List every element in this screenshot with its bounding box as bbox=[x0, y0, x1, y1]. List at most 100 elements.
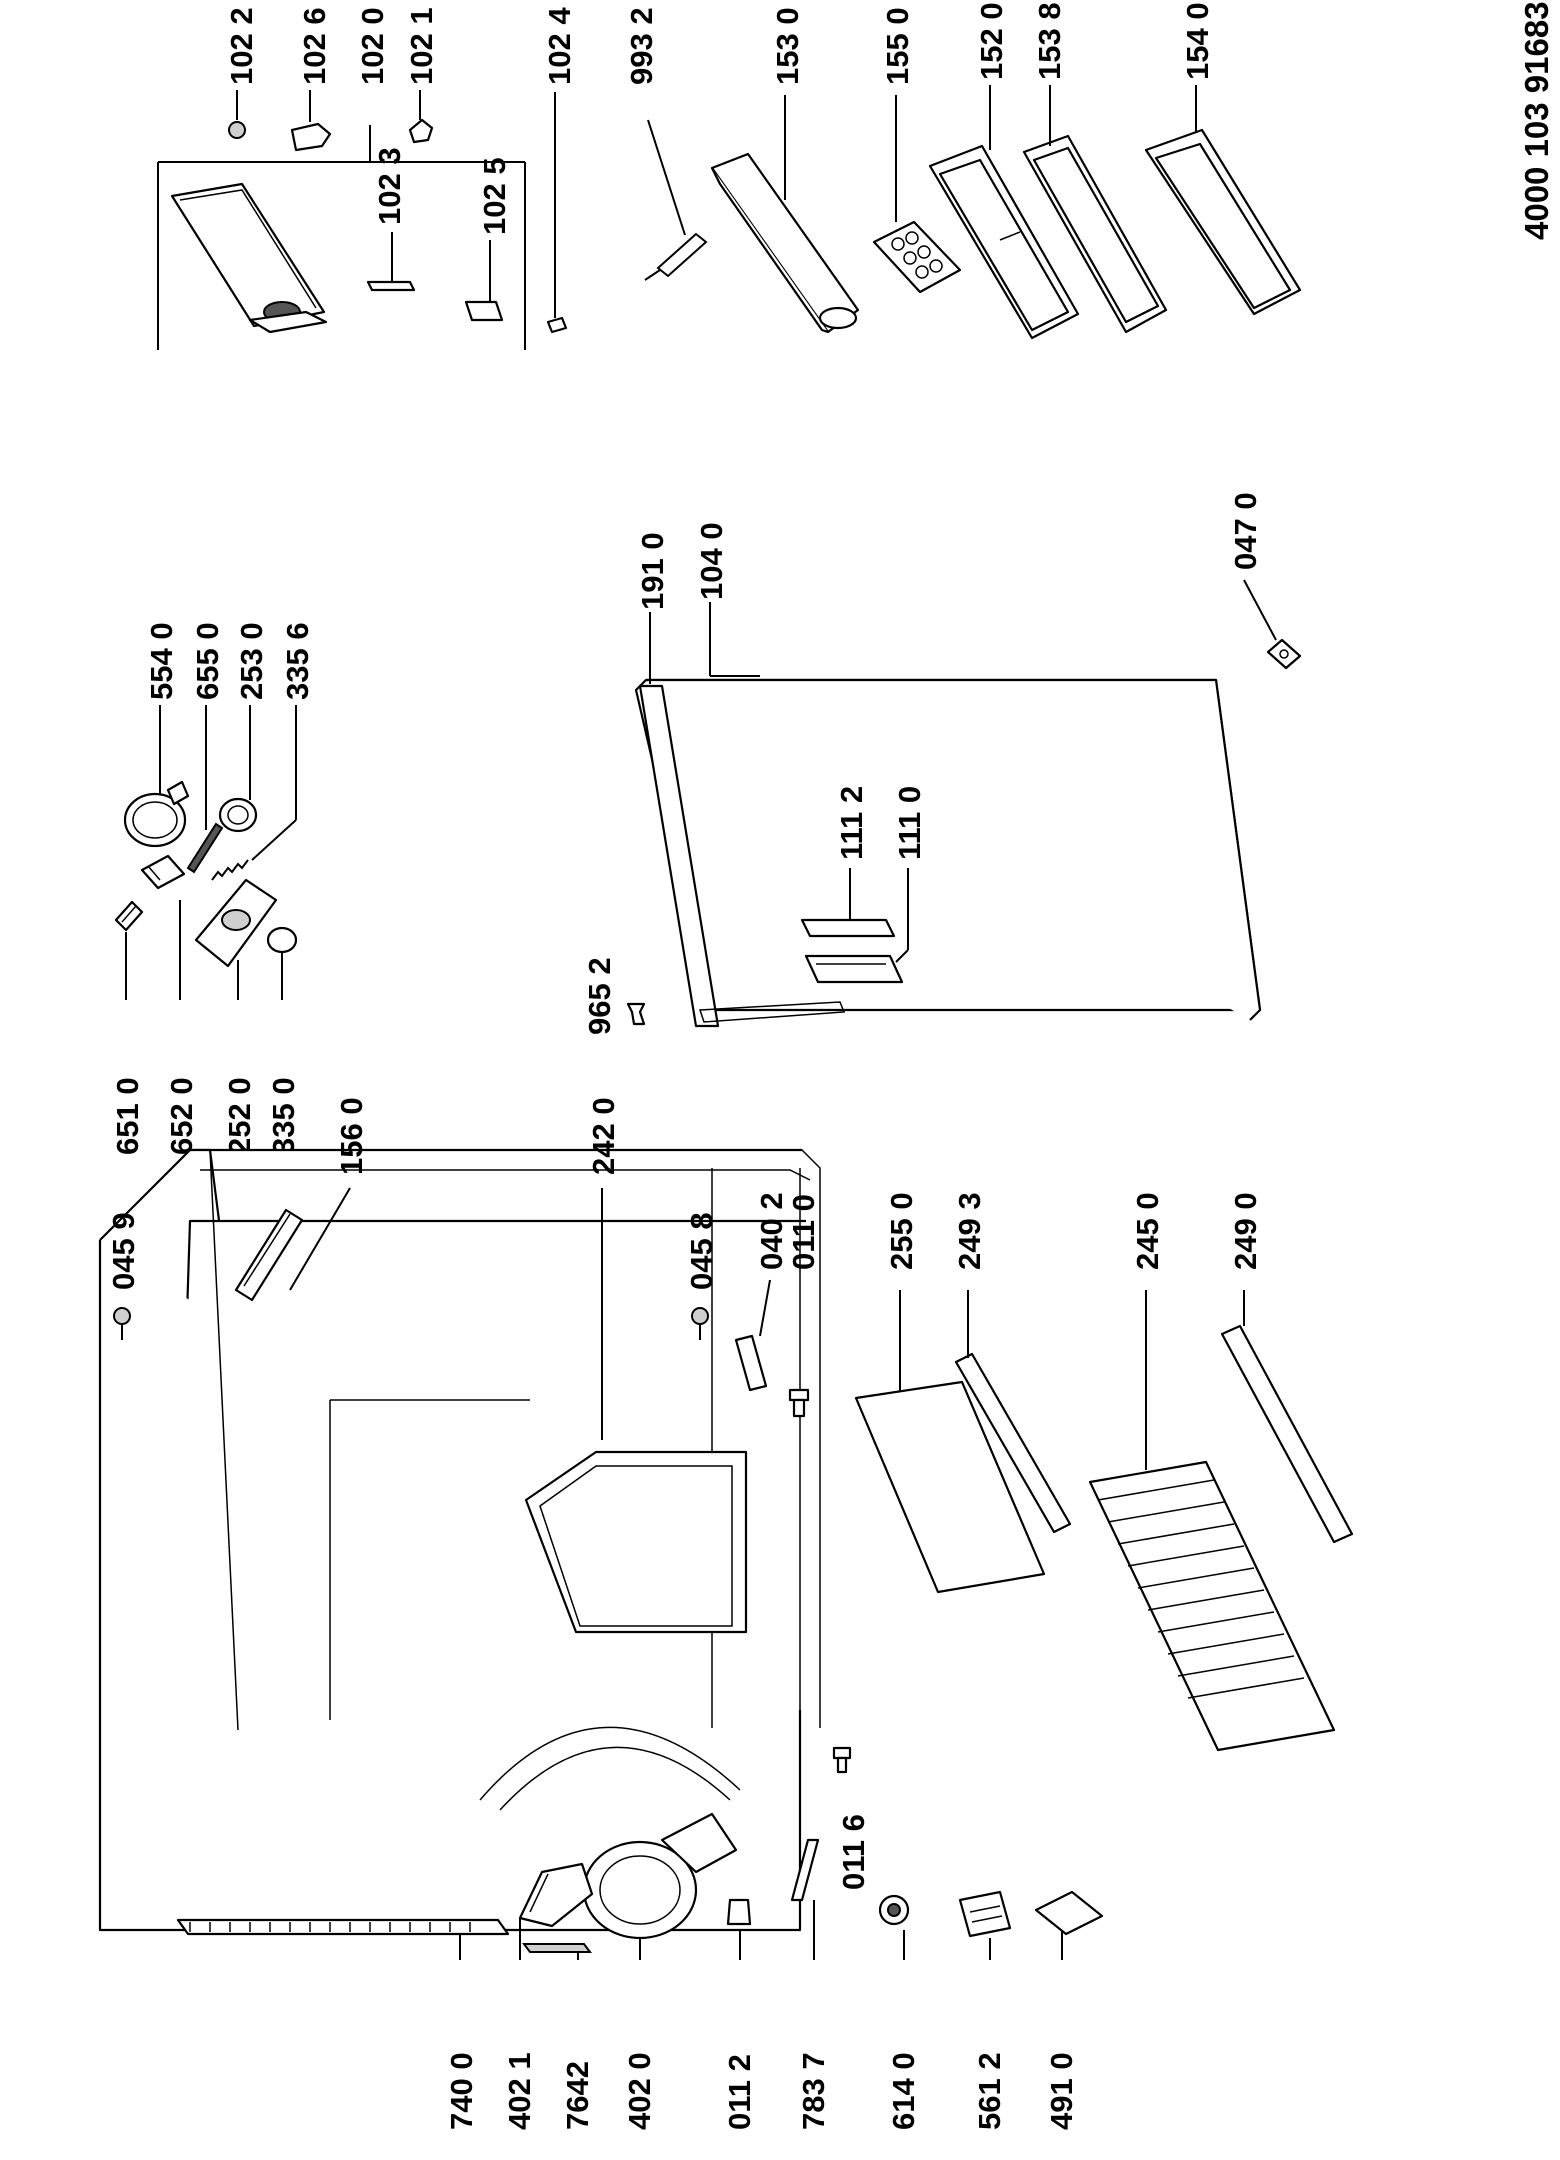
document-number: 4000 103 91683 bbox=[1518, 1, 1555, 240]
part-7642-filter bbox=[522, 1943, 592, 1953]
label-402-0: 402 0 bbox=[622, 2052, 657, 2130]
part-152-0-door-bin bbox=[928, 85, 1080, 340]
part-011-0-foot bbox=[788, 1388, 810, 1418]
part-045-8-screw bbox=[691, 1307, 709, 1340]
label-255-0: 255 0 bbox=[884, 1192, 919, 1270]
part-102-3-hinge bbox=[366, 232, 416, 292]
part-255-0-glass-shelf bbox=[854, 1290, 1046, 1594]
label-045-9: 045 9 bbox=[106, 1212, 141, 1290]
part-652-0-thermostat bbox=[140, 854, 186, 1000]
label-740-0: 740 0 bbox=[444, 2052, 479, 2130]
part-993-2-cable bbox=[644, 119, 708, 281]
part-104-0-door bbox=[634, 678, 1262, 1021]
label-249-3: 249 3 bbox=[952, 1192, 987, 1270]
label-102-6: 102 6 bbox=[297, 7, 332, 85]
label-249-0: 249 0 bbox=[1228, 1192, 1263, 1270]
part-freezer-flap bbox=[170, 182, 328, 334]
part-111-0-handle bbox=[804, 868, 909, 984]
part-335-0-knob bbox=[266, 926, 298, 1000]
label-104-0: 104 0 bbox=[694, 522, 729, 600]
label-040-2: 040 2 bbox=[754, 1192, 789, 1270]
part-249-0-shelf-trim bbox=[1220, 1290, 1354, 1544]
part-011-6-foot bbox=[832, 1746, 852, 1774]
leader-104-0 bbox=[709, 602, 760, 677]
part-155-0-egg-tray bbox=[872, 95, 962, 294]
label-156-0: 156 0 bbox=[334, 1097, 369, 1175]
label-655-0: 655 0 bbox=[190, 622, 225, 700]
label-154-0: 154 0 bbox=[1180, 2, 1215, 80]
part-253-0-lamp-holder bbox=[218, 705, 258, 833]
label-102-4: 102 4 bbox=[542, 7, 577, 85]
part-245-0-wire-shelf bbox=[1088, 1290, 1336, 1752]
bottom-leaders bbox=[459, 1900, 1063, 1960]
part-047-0-hinge bbox=[1243, 579, 1302, 670]
part-965-2-pin bbox=[626, 1002, 646, 1026]
part-191-0-gasket bbox=[638, 684, 846, 1028]
part-249-3-shelf-trim bbox=[954, 1290, 1072, 1534]
part-102-5-pad bbox=[464, 240, 504, 322]
label-011-0: 011 0 bbox=[786, 1194, 821, 1270]
label-102-3: 102 3 bbox=[372, 147, 407, 225]
part-491-0-cover bbox=[1034, 1890, 1104, 1936]
label-965-2: 965 2 bbox=[582, 957, 617, 1035]
label-045-8: 045 8 bbox=[684, 1212, 719, 1290]
label-047-0: 047 0 bbox=[1228, 492, 1263, 570]
label-252-0: 252 0 bbox=[222, 1077, 257, 1155]
label-102-5: 102 5 bbox=[477, 157, 512, 235]
label-993-2: 993 2 bbox=[624, 7, 659, 85]
part-102-4 bbox=[546, 92, 568, 334]
label-245-0: 245 0 bbox=[1130, 1192, 1165, 1270]
label-102-0: 102 0 bbox=[355, 7, 390, 85]
part-102-2-knob bbox=[228, 90, 246, 139]
part-111-2-handle-cover bbox=[800, 868, 896, 938]
label-402-1: 402 1 bbox=[502, 2052, 537, 2130]
label-242-0: 242 0 bbox=[586, 1097, 621, 1175]
part-153-8-door-bin bbox=[1022, 85, 1168, 334]
part-783-7-tube bbox=[790, 1838, 820, 1902]
label-111-0: 111 0 bbox=[892, 786, 927, 860]
label-253-0: 253 0 bbox=[234, 622, 269, 700]
part-242-0-crisper bbox=[524, 1188, 748, 1634]
label-152-0: 152 0 bbox=[974, 2, 1009, 80]
label-554-0: 554 0 bbox=[144, 622, 179, 700]
label-614-0: 614 0 bbox=[886, 2052, 921, 2130]
label-783-7: 783 7 bbox=[796, 2052, 831, 2130]
part-153-0-door-shelf bbox=[710, 95, 860, 334]
label-491-0: 491 0 bbox=[1044, 2052, 1079, 2130]
part-402-1-relay-box bbox=[518, 1862, 594, 1928]
part-740-0-condenser bbox=[176, 1918, 510, 1936]
label-7642: 7642 bbox=[560, 2061, 595, 2130]
part-011-2-foot bbox=[726, 1898, 752, 1926]
part-561-2-starter bbox=[958, 1890, 1012, 1938]
part-045-9-screw bbox=[113, 1307, 131, 1340]
part-102-1-clip bbox=[408, 90, 434, 144]
label-335-6: 335 6 bbox=[280, 622, 315, 700]
part-compressor-bay bbox=[479, 1726, 741, 1811]
part-154-0-door-bin bbox=[1144, 85, 1302, 316]
part-614-0-switch bbox=[878, 1894, 910, 1926]
part-651-0-lamp bbox=[114, 900, 144, 1000]
label-335-0: 335 0 bbox=[266, 1077, 301, 1155]
label-011-2: 011 2 bbox=[722, 2054, 757, 2130]
label-102-1: 102 1 bbox=[404, 7, 439, 85]
part-102-6-clip bbox=[290, 90, 332, 152]
label-153-0: 153 0 bbox=[770, 7, 805, 85]
group-bracket-102-0 bbox=[157, 125, 526, 350]
label-111-2: 111 2 bbox=[834, 786, 869, 860]
label-153-8: 153 8 bbox=[1032, 2, 1067, 80]
part-554-0-thermostat-knob bbox=[123, 705, 190, 848]
label-651-0: 651 0 bbox=[110, 1077, 145, 1155]
label-561-2: 561 2 bbox=[972, 2052, 1007, 2130]
part-156-0-ice-tray bbox=[234, 1187, 351, 1302]
label-155-0: 155 0 bbox=[880, 7, 915, 85]
label-102-2: 102 2 bbox=[224, 7, 259, 85]
label-011-6: 011 6 bbox=[836, 1814, 871, 1890]
part-655-0-rod bbox=[186, 705, 224, 874]
label-191-0: 191 0 bbox=[635, 532, 670, 610]
label-652-0: 652 0 bbox=[164, 1077, 199, 1155]
part-040-2-hinge bbox=[734, 1279, 771, 1392]
part-252-0-housing bbox=[194, 878, 278, 1000]
part-335-6-spring bbox=[211, 705, 297, 881]
